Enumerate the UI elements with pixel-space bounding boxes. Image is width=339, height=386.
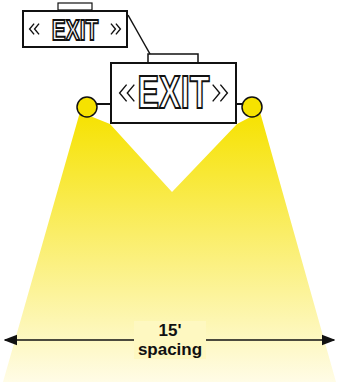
leader-line [128,15,150,54]
chevron-right [111,24,120,35]
light-beam [3,112,336,382]
exit-sign: EXIT [22,10,128,48]
chevron-right [213,85,228,102]
exit-sign: EXIT [110,62,237,124]
exit-lettering: EXIT [52,14,99,43]
dimension-label: 15' spacing [134,321,206,359]
small-sign-canopy [58,3,92,10]
lamp-head [242,97,262,117]
chevron-left [120,85,135,102]
exit-lettering: EXIT [138,70,210,115]
lamp-head [77,97,97,117]
chevron-left [30,24,39,35]
